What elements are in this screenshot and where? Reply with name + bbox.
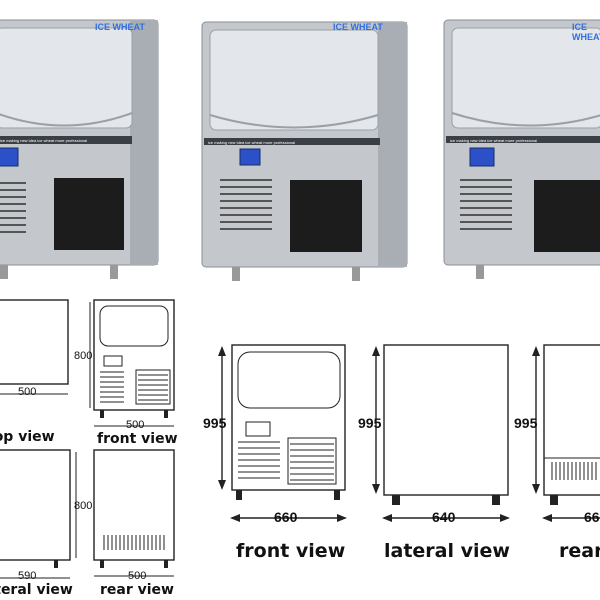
rear-view-caption-large: rear view — [559, 540, 600, 562]
lateral-view-caption: lateral view — [0, 582, 73, 598]
right-technical-drawings — [218, 344, 600, 522]
ice-machine-photo-right — [443, 19, 600, 279]
lateral-view-height-large: 995 — [358, 415, 382, 431]
front-view-width-large: 660 — [274, 509, 298, 525]
front-view-height: 800 — [74, 350, 93, 362]
tagline: ice making new idea ice wheat more profe… — [208, 140, 296, 145]
lateral-view-width: 590 — [18, 570, 37, 582]
front-view-caption-large: front view — [236, 540, 346, 562]
rear-view-width-large: 660 — [584, 509, 600, 525]
front-view-caption: front view — [97, 431, 178, 447]
top-view-caption: top view — [0, 429, 55, 445]
brand-logo: ICE WHEAT — [95, 22, 145, 32]
lateral-view-caption-large: lateral view — [384, 540, 510, 562]
front-view-height-large: 995 — [203, 415, 227, 431]
top-view-width: 500 — [18, 386, 37, 398]
rear-view-height-large: 995 — [514, 415, 538, 431]
brand-logo: ICE WHEAT — [572, 22, 600, 42]
lateral-view-height: 800 — [74, 500, 93, 512]
tagline: ice making new idea ice wheat more profe… — [0, 138, 88, 143]
ice-machine-photo-center — [201, 21, 408, 281]
brand-logo: ICE WHEAT — [333, 22, 383, 32]
rear-view-caption: rear view — [100, 582, 174, 598]
left-technical-drawings — [0, 299, 175, 579]
ice-machine-photo-left — [0, 19, 159, 279]
tagline: ice making new idea ice wheat more profe… — [450, 138, 538, 143]
rear-view-width: 500 — [128, 570, 147, 582]
front-view-width: 500 — [126, 419, 145, 431]
lateral-view-width-large: 640 — [432, 509, 456, 525]
